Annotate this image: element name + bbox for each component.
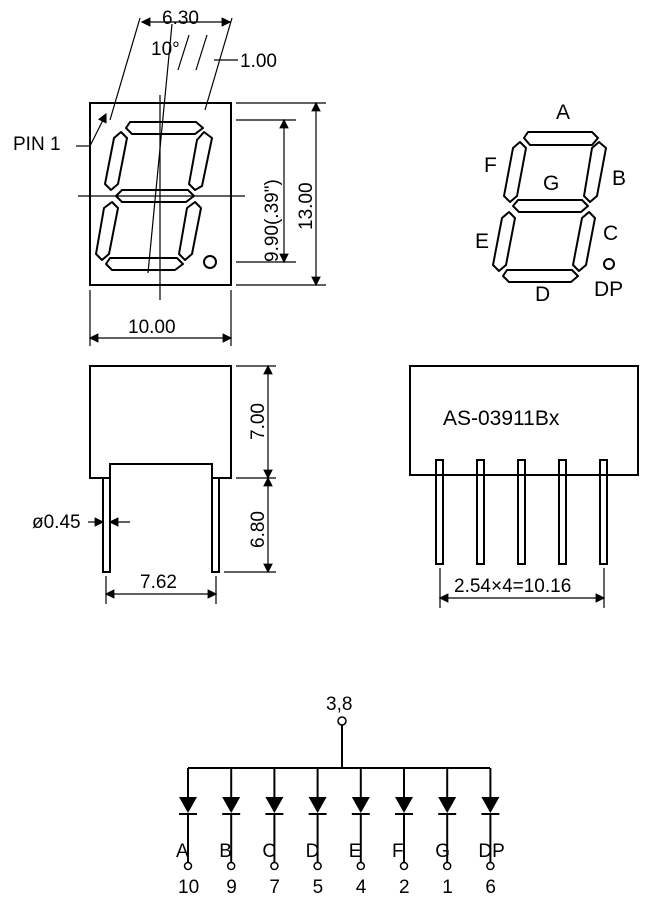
diode-terminal bbox=[356, 861, 366, 871]
bottom-lead-5 bbox=[599, 459, 608, 565]
bottom-lead-1 bbox=[435, 459, 444, 565]
segment-label: G bbox=[435, 841, 450, 862]
pin-number-label: 10 bbox=[178, 877, 199, 898]
diode-triangle bbox=[438, 797, 457, 813]
diode-triangle bbox=[222, 797, 241, 813]
map-label-dp: DP bbox=[594, 278, 623, 301]
pin1-label: PIN 1 bbox=[13, 134, 61, 155]
slant-line-left bbox=[109, 17, 141, 121]
front-seg-a bbox=[125, 121, 204, 135]
segment-label: B bbox=[219, 841, 232, 862]
segment-map: A B C D E F G DP bbox=[475, 101, 626, 306]
dim-body-height-label: 7.00 bbox=[248, 403, 269, 440]
front-seg-c bbox=[178, 201, 202, 261]
pin-number-label: 5 bbox=[313, 877, 324, 898]
pin-number-label: 9 bbox=[226, 877, 237, 898]
common-pin-label: 3,8 bbox=[326, 694, 352, 715]
diode-g: G1 bbox=[435, 768, 457, 898]
side-lead-left bbox=[102, 477, 111, 573]
map-label-b: B bbox=[612, 167, 626, 190]
front-view: 6.30 10° 1.00 PIN 1 9.90(.39") 13.00 10.… bbox=[13, 8, 326, 346]
dim-top-label: 6.30 bbox=[162, 8, 199, 29]
pin-number-label: 2 bbox=[399, 877, 410, 898]
front-seg-e bbox=[95, 201, 119, 261]
diode-dp: DP 6 bbox=[478, 768, 505, 898]
diode-terminal bbox=[183, 861, 193, 871]
side-body-outline bbox=[89, 365, 232, 479]
diode-triangle bbox=[265, 797, 284, 813]
bottom-lead-3 bbox=[517, 459, 526, 565]
side-lead-right bbox=[211, 477, 220, 573]
diode-terminal bbox=[313, 861, 322, 871]
map-label-d: D bbox=[535, 283, 550, 306]
diode-terminal bbox=[486, 861, 495, 871]
diode-f: F2 bbox=[392, 768, 413, 898]
diode-e: E4 bbox=[349, 768, 370, 898]
slant-line-right bbox=[204, 17, 233, 111]
map-seg-g bbox=[512, 199, 589, 213]
slant-line-seg2 bbox=[195, 34, 208, 71]
diode-c: C7 bbox=[262, 768, 284, 898]
front-seg-d bbox=[105, 257, 184, 271]
dim-pitch-label: 2.54×4=10.16 bbox=[454, 576, 571, 597]
segment-label: D bbox=[306, 841, 320, 862]
map-seg-b bbox=[583, 141, 607, 203]
map-seg-dp bbox=[603, 258, 615, 270]
dim-angle-label: 10° bbox=[151, 39, 180, 60]
diode-a: A 10 bbox=[176, 768, 199, 898]
part-number-label: AS-03911Bx bbox=[443, 407, 560, 430]
diode-terminal bbox=[270, 861, 279, 871]
side-view: 7.00 6.80 ø0.45 7.62 bbox=[32, 364, 276, 604]
segment-label: C bbox=[262, 841, 276, 862]
pin1-arrow bbox=[89, 112, 107, 147]
map-label-f: F bbox=[484, 154, 497, 177]
dim-seg-width-label: 1.00 bbox=[240, 51, 277, 72]
map-seg-c bbox=[572, 211, 596, 272]
segment-label: F bbox=[392, 841, 404, 862]
diode-triangle bbox=[481, 797, 500, 813]
diode-triangle bbox=[351, 797, 370, 813]
map-label-g: G bbox=[543, 172, 559, 195]
diode-triangle bbox=[179, 797, 197, 813]
front-seg-dp bbox=[203, 255, 217, 269]
diode-terminal bbox=[399, 861, 409, 871]
diode-triangle bbox=[308, 797, 327, 813]
common-pin-terminal bbox=[337, 716, 347, 726]
bottom-lead-2 bbox=[476, 459, 485, 565]
map-seg-a bbox=[523, 131, 599, 146]
diode-triangle bbox=[395, 797, 413, 813]
pin-number-label: 4 bbox=[356, 877, 367, 898]
dim-char-height-label: 9.90(.39") bbox=[262, 179, 283, 262]
dim-width-label: 10.00 bbox=[128, 317, 176, 338]
map-seg-e bbox=[492, 211, 516, 272]
map-label-c: C bbox=[603, 222, 618, 245]
bottom-view: AS-03911Bx 2.54×4=10.16 bbox=[409, 365, 639, 608]
dim-lead-length-label: 6.80 bbox=[248, 511, 269, 548]
diode-d: D5 bbox=[306, 768, 327, 898]
pin-number-label: 7 bbox=[269, 877, 280, 898]
map-label-e: E bbox=[475, 230, 489, 253]
dim-lead-dia-label: ø0.45 bbox=[32, 512, 81, 533]
bottom-lead-4 bbox=[558, 459, 567, 565]
dim-total-height-label: 13.00 bbox=[296, 182, 317, 230]
diode-terminal bbox=[442, 861, 452, 871]
dim-row-spacing-label: 7.62 bbox=[140, 572, 177, 593]
map-label-a: A bbox=[556, 101, 570, 124]
front-seg-g bbox=[115, 189, 195, 203]
front-seg-f bbox=[104, 131, 128, 191]
segment-label: A bbox=[176, 841, 189, 862]
segment-label: E bbox=[349, 841, 362, 862]
front-seg-b bbox=[188, 131, 213, 191]
diode-b: B9 bbox=[219, 768, 241, 898]
segment-label: DP bbox=[478, 841, 504, 862]
map-seg-d bbox=[502, 269, 579, 283]
diode-terminal bbox=[226, 861, 236, 871]
slant-line-seg1 bbox=[177, 34, 190, 71]
pin-number-label: 6 bbox=[485, 877, 496, 898]
pin-number-label: 1 bbox=[442, 877, 453, 898]
map-seg-f bbox=[503, 141, 527, 203]
